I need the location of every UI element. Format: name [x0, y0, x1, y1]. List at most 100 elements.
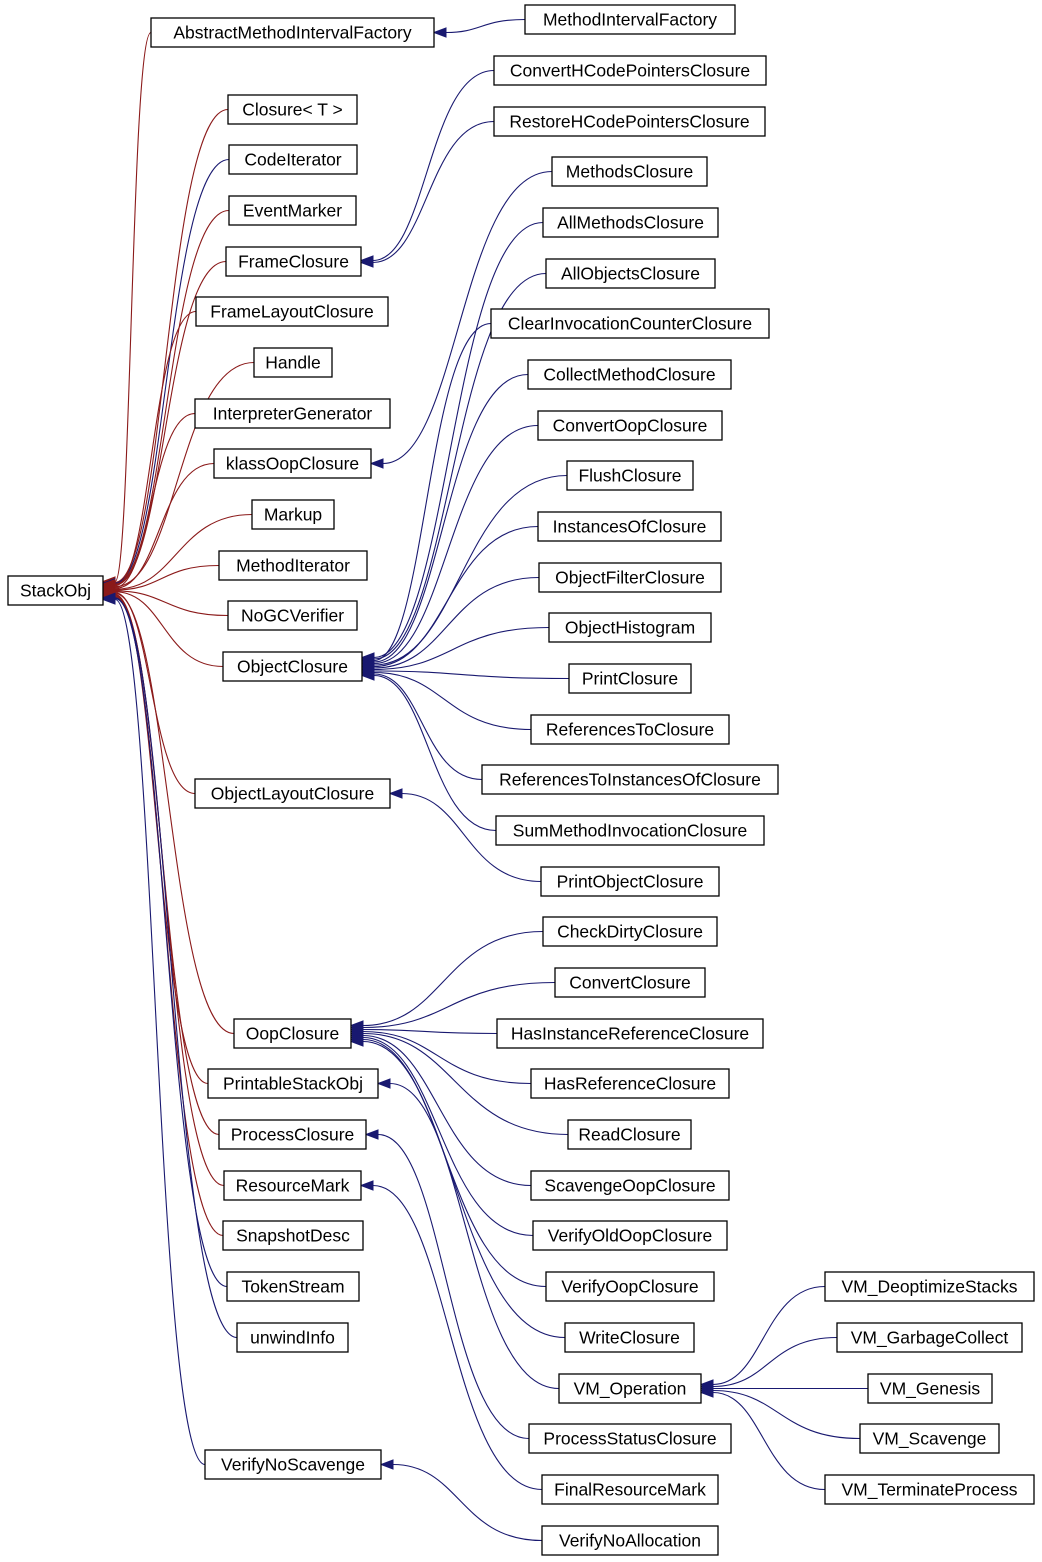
class-node-PrintableStackObj[interactable]: PrintableStackObj [207, 1068, 379, 1099]
class-node-Markup[interactable]: Markup [251, 499, 335, 530]
edge-FrameLayoutClosure-to-StackObj [114, 310, 197, 587]
class-node-box [481, 764, 779, 795]
class-node-VM_TerminateProcess[interactable]: VM_TerminateProcess [824, 1474, 1035, 1505]
class-node-label: MethodsClosure [566, 162, 693, 182]
edge-ObjectHistogram-to-ObjectClosure [373, 626, 550, 671]
class-node-box [530, 1170, 730, 1201]
edge-PrintClosure-to-ObjectClosure [373, 670, 570, 680]
class-node-ObjectLayoutClosure[interactable]: ObjectLayoutClosure [194, 778, 391, 809]
class-node-FinalResourceMark[interactable]: FinalResourceMark [541, 1474, 719, 1505]
class-node-VM_DeoptimizeStacks[interactable]: VM_DeoptimizeStacks [824, 1271, 1035, 1302]
class-node-MethodIntervalFactory[interactable]: MethodIntervalFactory [524, 4, 736, 35]
class-node-VM_GarbageCollect[interactable]: VM_GarbageCollect [836, 1322, 1023, 1353]
class-node-MethodIterator[interactable]: MethodIterator [218, 550, 368, 581]
class-node-ScavengeOopClosure[interactable]: ScavengeOopClosure [530, 1170, 730, 1201]
class-node-box [541, 1474, 719, 1505]
edge-MethodsClosure-to-klassOopClosure [382, 170, 553, 465]
class-node-box [207, 1068, 379, 1099]
class-node-box [236, 1322, 349, 1353]
class-node-ClearInvocationCounterClosure[interactable]: ClearInvocationCounterClosure [490, 308, 770, 339]
class-node-ReadClosure[interactable]: ReadClosure [567, 1119, 692, 1150]
class-node-VerifyNoScavenge[interactable]: VerifyNoScavenge [204, 1449, 382, 1480]
class-node-label: MethodIntervalFactory [543, 10, 717, 30]
class-node-FrameClosure[interactable]: FrameClosure [225, 246, 362, 277]
class-node-AbstractMethodIntervalFactory[interactable]: AbstractMethodIntervalFactory [150, 17, 435, 48]
edge-HasInstanceReferenceClosure-to-OopClosure [362, 1028, 498, 1035]
class-node-VM_Scavenge[interactable]: VM_Scavenge [859, 1423, 1000, 1454]
class-node-ObjectFilterClosure[interactable]: ObjectFilterClosure [538, 562, 722, 593]
class-node-StackObj[interactable]: StackObj [7, 575, 104, 606]
edge-MethodIntervalFactory-to-AbstractMethodIntervalFactory [445, 18, 526, 34]
class-node-InterpreterGenerator[interactable]: InterpreterGenerator [194, 398, 391, 429]
class-node-EventMarker[interactable]: EventMarker [228, 195, 357, 226]
class-node-FrameLayoutClosure[interactable]: FrameLayoutClosure [195, 296, 389, 327]
class-node-box [530, 1068, 730, 1099]
class-node-WriteClosure[interactable]: WriteClosure [564, 1322, 695, 1353]
class-node-VM_Genesis[interactable]: VM_Genesis [867, 1373, 993, 1404]
class-node-label: VM_GarbageCollect [851, 1328, 1009, 1349]
edge-FlushClosure-to-ObjectClosure [373, 474, 568, 666]
class-node-AllObjectsClosure[interactable]: AllObjectsClosure [545, 258, 716, 289]
class-node-VerifyNoAllocation[interactable]: VerifyNoAllocation [541, 1525, 719, 1556]
class-node-InstancesOfClosure[interactable]: InstancesOfClosure [537, 511, 722, 542]
class-node-HasReferenceClosure[interactable]: HasReferenceClosure [530, 1068, 730, 1099]
class-node-ConvertClosure[interactable]: ConvertClosure [554, 967, 706, 998]
edge-VerifyOldOopClosure-to-OopClosure [362, 1036, 534, 1237]
class-node-klassOopClosure[interactable]: klassOopClosure [213, 448, 372, 479]
class-node-TokenStream[interactable]: TokenStream [226, 1271, 360, 1302]
class-node-unwindInfo[interactable]: unwindInfo [236, 1322, 349, 1353]
class-node-box [213, 448, 372, 479]
class-node-box [228, 195, 357, 226]
class-node-HasInstanceReferenceClosure[interactable]: HasInstanceReferenceClosure [496, 1018, 764, 1049]
class-node-VerifyOldOopClosure[interactable]: VerifyOldOopClosure [532, 1220, 728, 1251]
class-node-label: Closure< T > [242, 100, 343, 120]
class-node-AllMethodsClosure[interactable]: AllMethodsClosure [542, 207, 719, 238]
class-node-box [251, 499, 335, 530]
class-node-Handle[interactable]: Handle [253, 347, 333, 378]
class-node-box [542, 916, 718, 947]
class-node-ObjectHistogram[interactable]: ObjectHistogram [548, 612, 712, 643]
class-node-label: HasInstanceReferenceClosure [511, 1024, 749, 1044]
class-node-CollectMethodClosure[interactable]: CollectMethodClosure [527, 359, 732, 390]
class-node-ProcessClosure[interactable]: ProcessClosure [218, 1119, 367, 1150]
edge-WriteClosure-to-OopClosure [362, 1040, 566, 1339]
class-node-ResourceMark[interactable]: ResourceMark [223, 1170, 362, 1201]
class-node-label: CollectMethodClosure [543, 365, 715, 385]
class-node-NoGCVerifier[interactable]: NoGCVerifier [227, 600, 358, 631]
class-node-OopClosure[interactable]: OopClosure [233, 1018, 352, 1049]
class-node-SumMethodInvocationClosure[interactable]: SumMethodInvocationClosure [495, 815, 765, 846]
class-node-SnapshotDesc[interactable]: SnapshotDesc [222, 1220, 364, 1251]
class-node-CodeIterator[interactable]: CodeIterator [228, 144, 358, 175]
class-node-box [541, 1525, 719, 1556]
class-node-box [218, 550, 368, 581]
class-node-label: InstancesOfClosure [553, 517, 707, 537]
class-node-MethodsClosure[interactable]: MethodsClosure [551, 156, 708, 187]
class-node-ReferencesToInstancesOfClosure[interactable]: ReferencesToInstancesOfClosure [481, 764, 779, 795]
class-node-VerifyOopClosure[interactable]: VerifyOopClosure [545, 1271, 715, 1302]
class-node-VM_Operation[interactable]: VM_Operation [558, 1373, 702, 1404]
class-node-RestoreHCodePointersClosure[interactable]: RestoreHCodePointersClosure [493, 106, 766, 137]
class-node-box [537, 410, 723, 441]
class-node-ConvertOopClosure[interactable]: ConvertOopClosure [537, 410, 723, 441]
edge-ObjectLayoutClosure-to-StackObj [114, 592, 196, 795]
class-node-box [568, 663, 692, 694]
class-node-label: AllMethodsClosure [557, 213, 704, 233]
edge-ConvertClosure-to-OopClosure [362, 981, 556, 1029]
class-node-FlushClosure[interactable]: FlushClosure [566, 460, 694, 491]
class-node-ClosureT[interactable]: Closure< T > [227, 94, 358, 125]
class-node-ReferencesToClosure[interactable]: ReferencesToClosure [530, 714, 730, 745]
class-node-box [493, 55, 767, 86]
class-node-label: VerifyOopClosure [561, 1277, 698, 1297]
class-node-ProcessStatusClosure[interactable]: ProcessStatusClosure [528, 1423, 732, 1454]
class-node-box [537, 511, 722, 542]
class-node-box [567, 1119, 692, 1150]
class-node-CheckDirtyClosure[interactable]: CheckDirtyClosure [542, 916, 718, 947]
class-node-label: FlushClosure [578, 466, 681, 486]
class-node-ObjectClosure[interactable]: ObjectClosure [222, 651, 363, 682]
class-node-PrintClosure[interactable]: PrintClosure [568, 663, 692, 694]
class-node-label: ConvertOopClosure [553, 416, 708, 436]
class-node-PrintObjectClosure[interactable]: PrintObjectClosure [540, 866, 720, 897]
nodes-layer: StackObjAbstractMethodIntervalFactoryMet… [7, 4, 1035, 1556]
class-node-ConvertHCodePointersClosure[interactable]: ConvertHCodePointersClosure [493, 55, 767, 86]
edge-VM_Scavenge-to-VM_Operation [712, 1389, 861, 1440]
